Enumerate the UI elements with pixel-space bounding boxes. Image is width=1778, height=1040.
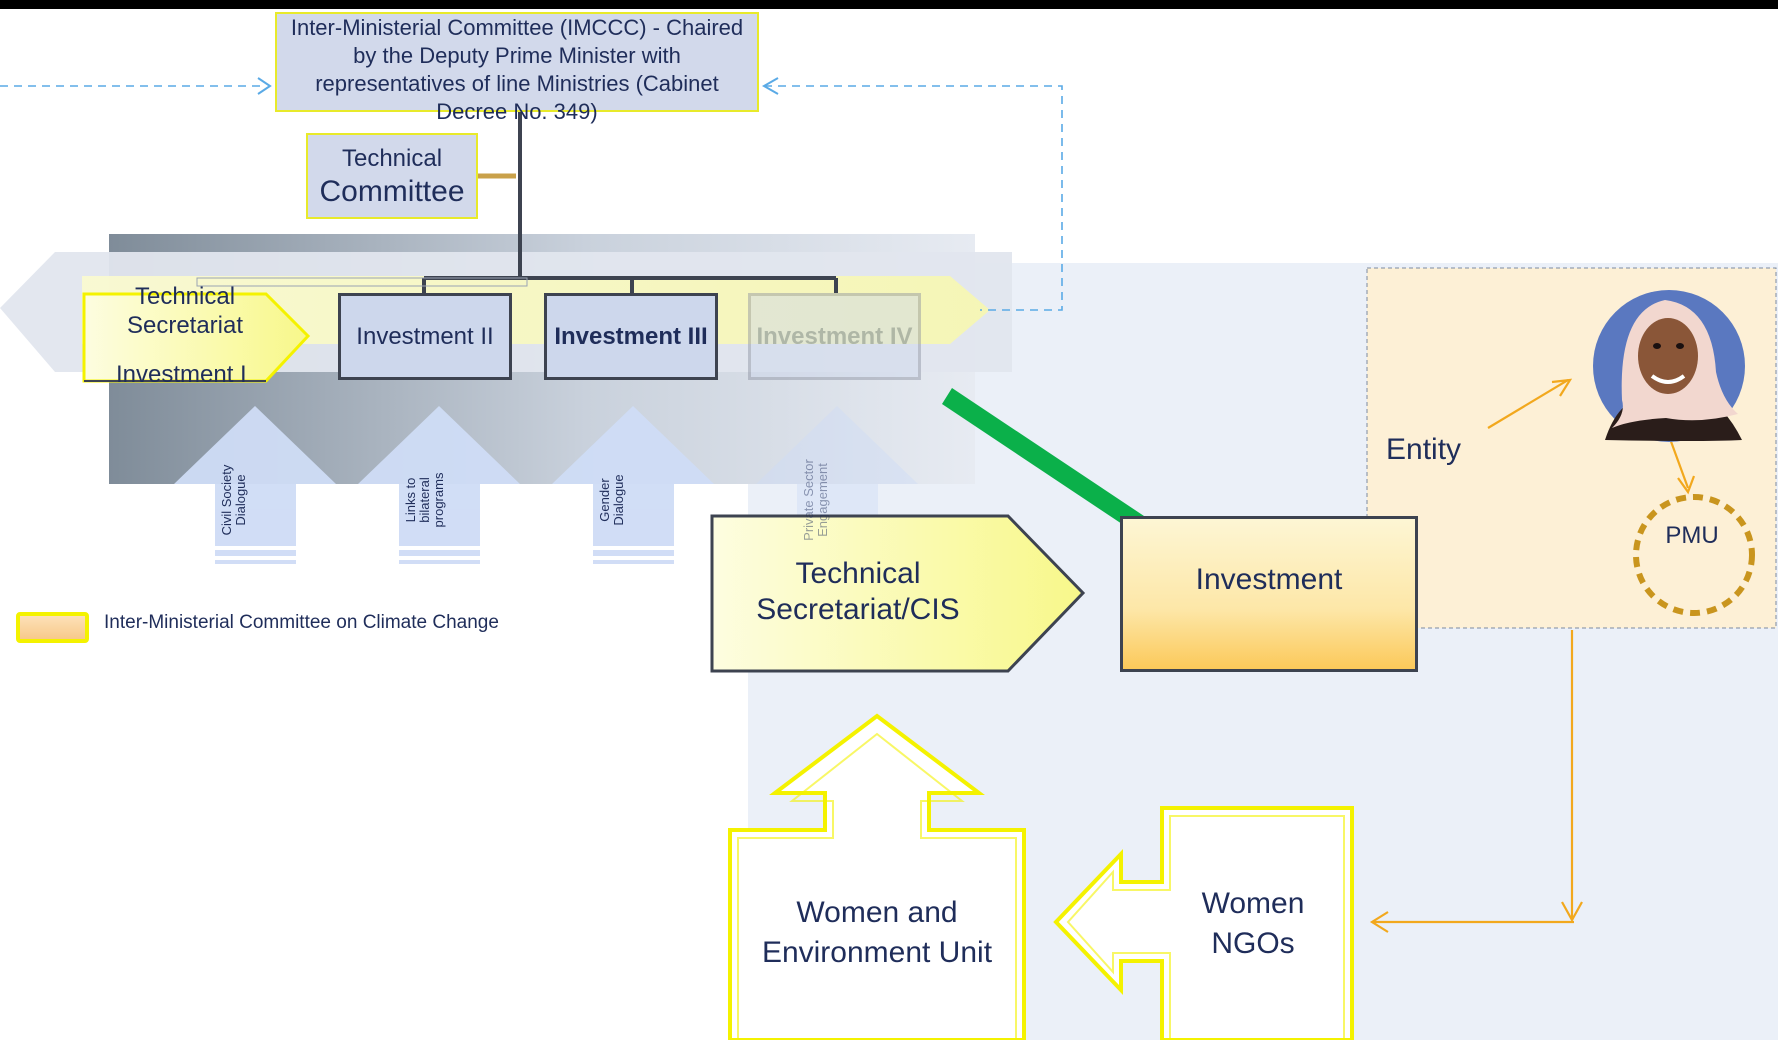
pillar-label-bilateral: Links to bilateral programs	[403, 472, 446, 528]
women-ngos-shape	[1053, 806, 1354, 1040]
entity-label: Entity	[1386, 433, 1462, 466]
yellow-band	[82, 276, 990, 344]
technical-secretariat-small-shape	[82, 292, 311, 383]
imccc-box: Inter-Ministerial Committee (IMCCC) - Ch…	[275, 12, 759, 124]
technical-committee-line1: Technical	[341, 145, 443, 172]
legend-label: Inter-Ministerial Committee on Climate C…	[104, 612, 499, 633]
technical-secretariat-cis-shape	[710, 514, 1086, 673]
technical-secretariat-cis-label: Technical Secretariat/CIS	[756, 557, 960, 626]
pillar-arrows	[174, 406, 918, 564]
pillar-label-gender: Gender Dialogue	[597, 474, 626, 526]
women-ngos-label: Women NGOs	[1201, 887, 1305, 960]
pmu-circle	[1633, 494, 1755, 616]
investment-3-box: Investment III	[544, 293, 718, 380]
technical-secretariat-small-label: Technical Secretariat	[126, 283, 244, 339]
investment-4-box: Investment IV	[748, 293, 921, 380]
women-env-unit-label: Women and Environment Unit	[761, 896, 993, 969]
top-border	[0, 0, 1778, 9]
investment-main-box: Investment	[1120, 516, 1418, 672]
technical-committee-box: Technical Committee	[306, 133, 478, 219]
investment-1-label: Investment I	[116, 361, 247, 388]
dashed-arrowhead-left	[257, 77, 272, 95]
pmu-label: PMU	[1665, 522, 1719, 549]
legend-swatch	[16, 612, 89, 643]
dashed-feedback-lines	[0, 85, 1063, 311]
pillar-label-civil-society: Civil Society Dialogue	[219, 464, 248, 536]
pillar-label-private-sector: Private Sector Engagement	[801, 459, 830, 541]
orange-connectors	[1372, 379, 1690, 924]
women-env-unit-shape	[728, 713, 1026, 1040]
investment-2-box: Investment II	[338, 293, 512, 380]
thin-connector	[196, 277, 528, 287]
woman-avatar-icon	[1593, 290, 1745, 442]
technical-committee-line2: Committee	[319, 175, 465, 208]
dashed-arrowhead-right	[761, 77, 779, 95]
